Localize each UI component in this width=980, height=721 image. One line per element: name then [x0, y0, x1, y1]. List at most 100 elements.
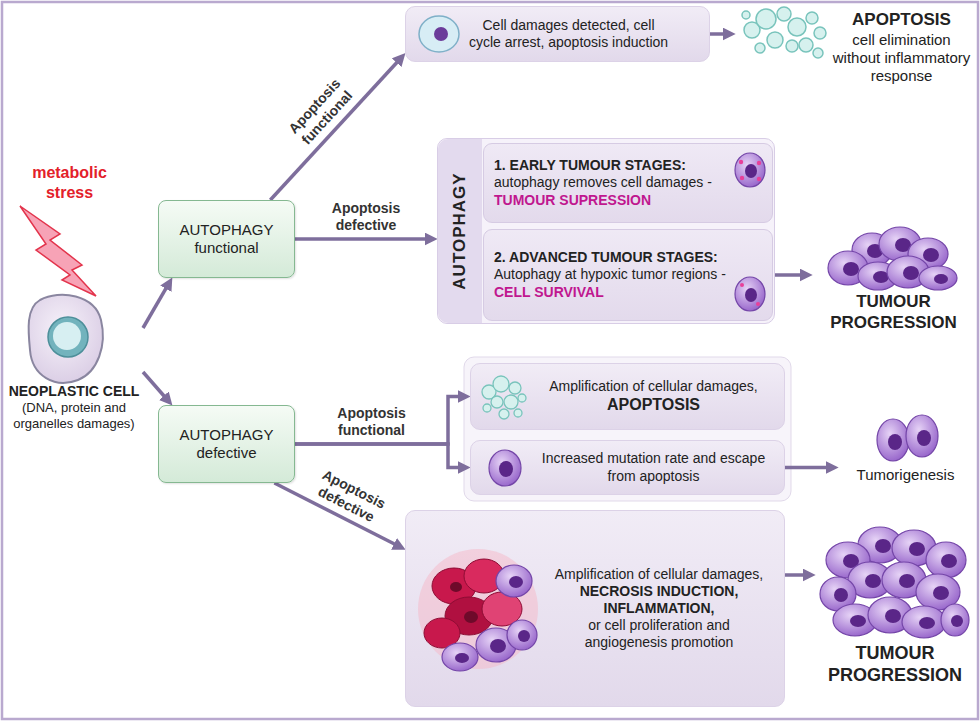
necrosis-illustration [507, 620, 537, 650]
tumour-cells-bottom [919, 617, 935, 629]
arrow-connector [143, 285, 168, 328]
autophagy-group: AUTOPHAGY 1. EARLY TUMOUR STAGES:autopha… [437, 138, 775, 324]
node-text: AUTOPHAGY [438, 139, 482, 323]
cell-icon [756, 302, 760, 306]
apoptosis-icon [477, 372, 529, 422]
cell-icon [499, 461, 513, 477]
node-text: Amplification of cellular damages, [546, 566, 772, 583]
node-text: Increased mutation rate and escape from … [533, 450, 774, 484]
tumour-cells-bottom [865, 574, 881, 588]
tumour-cells-bottom [951, 615, 963, 627]
lightning-bolt [20, 206, 96, 296]
tumour-cells-bottom [941, 604, 969, 636]
apoptosis-bubbles [767, 32, 783, 48]
tumour-cells-bottom [899, 574, 915, 588]
necrosis-illustration [496, 565, 532, 597]
necrosis-illustration [490, 639, 506, 653]
apoptosis-bubbles [799, 38, 813, 52]
cell-icon [732, 274, 768, 314]
neoplastic-cell-drawing [48, 317, 88, 357]
apoptosis-icon [509, 382, 521, 394]
cell-icon [485, 446, 525, 490]
edge-label: Apoptosis functional [280, 70, 362, 155]
necrosis-illustration [418, 549, 538, 669]
tumour-cells-top [828, 227, 957, 290]
arrow-connector [295, 444, 462, 468]
autophagy-box: AUTOPHAGY functional [158, 200, 295, 278]
edge-label-holder: Apoptosis functional [280, 70, 362, 155]
apoptosis-bubbles [788, 18, 806, 36]
node-text: CELL SURVIVAL [494, 284, 728, 301]
process-box: Increased mutation rate and escape from … [470, 440, 785, 495]
node-text: TUMOUR PROGRESSION [814, 292, 973, 333]
node-text: APOPTOSIS [533, 395, 774, 415]
necrosis-illustration [450, 582, 462, 592]
necrosis-illustration [442, 565, 537, 671]
arrow-connector [785, 466, 830, 470]
cell-icon [732, 150, 768, 190]
group-background [464, 357, 791, 501]
arrow-connector [785, 573, 807, 577]
tumour-cells-top [934, 274, 948, 284]
outcome-node: APOPTOSIScell elimination without inflam… [735, 8, 975, 88]
label-holder: metabolic stress [22, 163, 117, 202]
tumour-cells-bottom [941, 554, 957, 568]
node-text: NECROSIS INDUCTION, [546, 583, 772, 600]
apoptosis-icon [493, 376, 509, 392]
node-text: Cell damages detected, cell cycle arrest… [468, 17, 669, 51]
cell-icon [757, 161, 761, 165]
tumorigenesis-cells [917, 430, 931, 446]
process-box: Cell damages detected, cell cycle arrest… [405, 6, 710, 62]
tumour-cells-bottom [909, 542, 925, 556]
apoptosis-bubbles [742, 11, 750, 19]
necrosis-illustration [455, 653, 469, 663]
necrosis-illustration [518, 630, 530, 642]
tumour-cells-bottom [902, 606, 946, 638]
tumour-cells-bottom [834, 588, 848, 602]
apoptosis-icon [504, 395, 518, 409]
tumour-cells-top [923, 248, 939, 262]
tumour-cells-bottom [933, 586, 949, 600]
tumorigenesis-cells [877, 419, 909, 461]
apoptosis-bubbles [742, 7, 826, 58]
apoptosis-icon [483, 404, 491, 412]
autophagy-box: AUTOPHAGY defective [158, 405, 295, 483]
apoptosis-bubbles [756, 9, 776, 29]
necrosis-illustration [450, 576, 530, 663]
edge-label: Apoptosis defective [305, 462, 395, 531]
node-text: AUTOPHAGY defective [165, 426, 288, 463]
apoptosis-bubbles [786, 40, 798, 52]
arrow-connector [143, 372, 167, 399]
apoptosis-bubbles [777, 7, 791, 21]
apoptosis-icon [518, 394, 526, 402]
tumour-cells-bottom [875, 539, 891, 553]
arrow-connector [773, 273, 804, 277]
cell-icon [745, 288, 757, 302]
cell-icon [740, 283, 744, 287]
apoptosis-icon [491, 396, 503, 408]
necrosis-illustration [464, 611, 478, 623]
edge-label-holder: Apoptosis defective [324, 200, 408, 234]
node-text: Autophagy at hypoxic tumor regions - [494, 266, 728, 283]
stress-label: metabolic stress [22, 163, 117, 202]
apoptosis-icon [514, 409, 522, 417]
tumour-cells-bottom [820, 527, 969, 638]
tumour-cells-bottom [850, 615, 866, 627]
necrosis-illustration [442, 643, 478, 671]
apoptosis-bubbles [814, 27, 826, 39]
neoplastic-cell-drawing [53, 322, 81, 350]
node-text: 1. EARLY TUMOUR STAGES: [494, 157, 728, 174]
process-box: Amplification of cellular damages,NECROS… [405, 510, 785, 707]
vertical-label-holder: AUTOPHAGY [438, 139, 482, 323]
necrosis-illustration [509, 576, 523, 588]
cell-node: NEOPLASTIC CELL(DNA, protein and organel… [5, 288, 143, 434]
node-text: APOPTOSIS [830, 10, 973, 31]
apoptosis-bubbles [755, 43, 765, 53]
apoptosis-icon [482, 376, 526, 419]
cell-icon [434, 27, 448, 41]
node-text: autophagy removes cell damages - [494, 174, 728, 191]
arrow-connector [295, 237, 429, 241]
cell-icon [740, 176, 744, 180]
neoplastic-cell-drawing [29, 295, 103, 383]
